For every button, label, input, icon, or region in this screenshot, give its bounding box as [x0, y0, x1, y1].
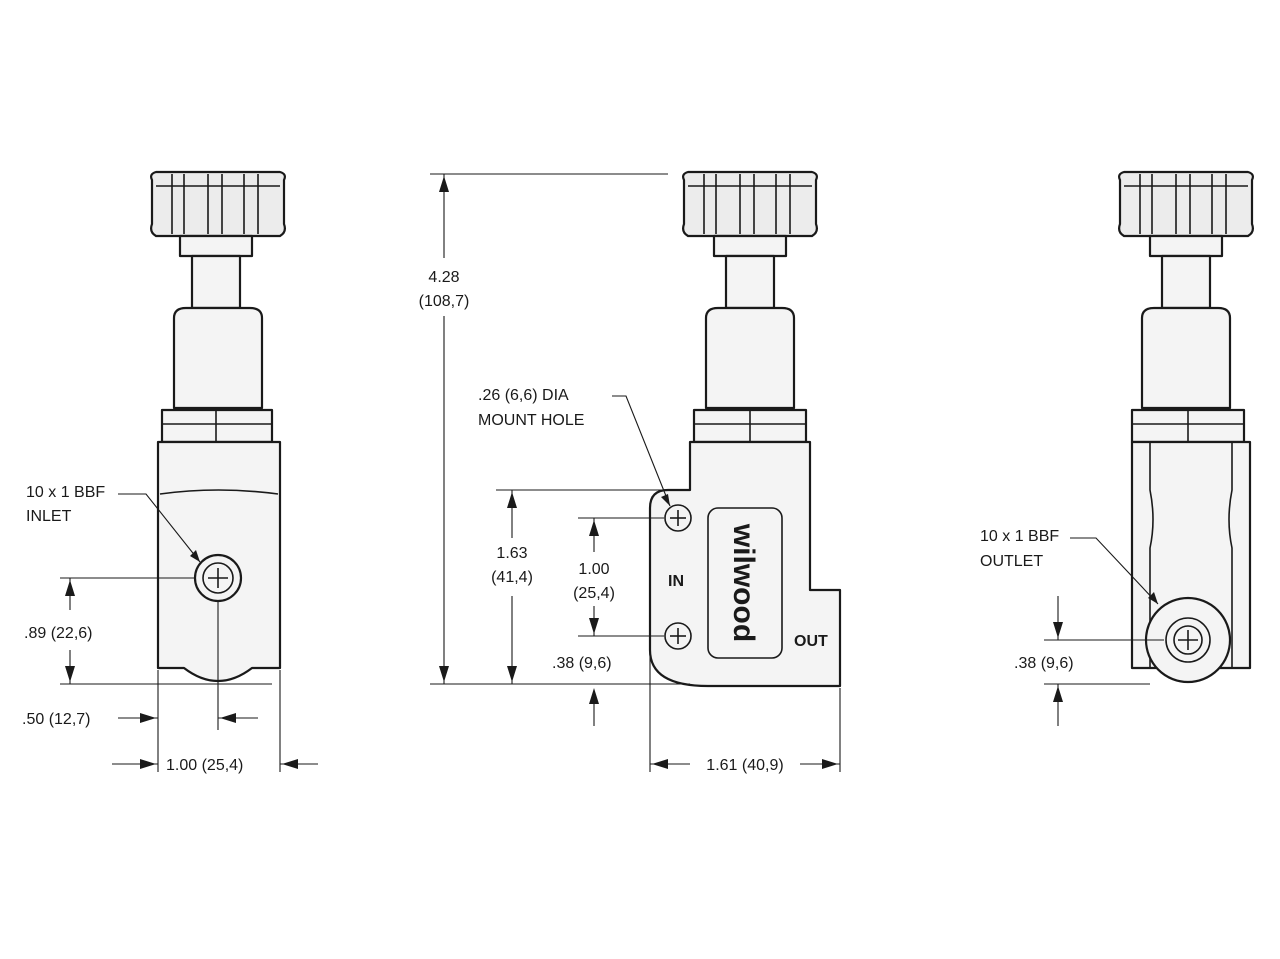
right-outlet-label-line1: 10 x 1 BBF: [980, 528, 1059, 545]
center-mount-hole-bottom: [664, 622, 692, 650]
left-bonnet: [172, 306, 264, 410]
right-bonnet: [1140, 306, 1232, 410]
center-mount-hole-label-line1: .26 (6,6) DIA: [478, 387, 569, 404]
left-stem: [190, 254, 242, 310]
center-stem: [724, 254, 776, 310]
left-inlet-leader: [118, 493, 201, 563]
right-knob-collar: [1148, 234, 1224, 258]
left-inlet-port-inner: [202, 562, 234, 594]
center-mount-hole-label-line2: MOUNT HOLE: [478, 412, 584, 429]
right-outlet-label-line2: OUTLET: [980, 553, 1043, 570]
right-outlet-port-inner: [1173, 625, 1203, 655]
center-mount-height-line2: (41,4): [491, 569, 533, 586]
center-total-height-line1: 4.28: [428, 269, 459, 286]
center-knob: [681, 170, 819, 238]
center-mount-hole-leader: [612, 395, 671, 507]
center-hole-offset-dim: .38 (9,6): [552, 655, 612, 672]
center-bonnet: [704, 306, 796, 410]
center-width-dim: 1.61 (40,9): [706, 757, 783, 774]
center-hole-spacing-line1: 1.00: [578, 561, 609, 578]
center-mount-hole-top: [664, 504, 692, 532]
left-width-dim: 1.00 (25,4): [166, 757, 243, 774]
left-knob: [150, 170, 286, 238]
center-logo-text: wilwood: [727, 523, 760, 642]
left-view: 10 x 1 BBF INLET .89 (22,6) .50 (12,7) 1…: [22, 170, 318, 774]
center-total-height-line2: (108,7): [419, 293, 470, 310]
left-port-height-dim: .89 (22,6): [24, 625, 92, 642]
center-in-label: IN: [668, 573, 684, 590]
right-outlet-port-ring: [1165, 617, 1211, 663]
right-view: 10 x 1 BBF OUTLET .38 (9,6): [980, 170, 1255, 726]
left-inlet-label-line2: INLET: [26, 508, 72, 525]
right-outlet-leader: [1070, 537, 1159, 605]
right-stem: [1160, 254, 1212, 310]
center-mount-height-line1: 1.63: [496, 545, 527, 562]
left-inlet-label-line1: 10 x 1 BBF: [26, 484, 105, 501]
left-knob-collar: [178, 234, 254, 258]
center-view: wilwood IN OUT .26 (6,6) DIA MOUNT HOLE …: [419, 170, 842, 774]
center-out-label: OUT: [794, 633, 828, 650]
left-port-offset-dim: .50 (12,7): [22, 711, 90, 728]
center-hole-spacing-line2: (25,4): [573, 585, 615, 602]
center-knob-collar: [712, 234, 788, 258]
center-logo-plate: [707, 507, 783, 659]
right-knob: [1117, 170, 1255, 238]
left-nut: [160, 408, 274, 444]
right-port-height-dim: .38 (9,6): [1014, 655, 1074, 672]
center-body: [648, 440, 842, 688]
